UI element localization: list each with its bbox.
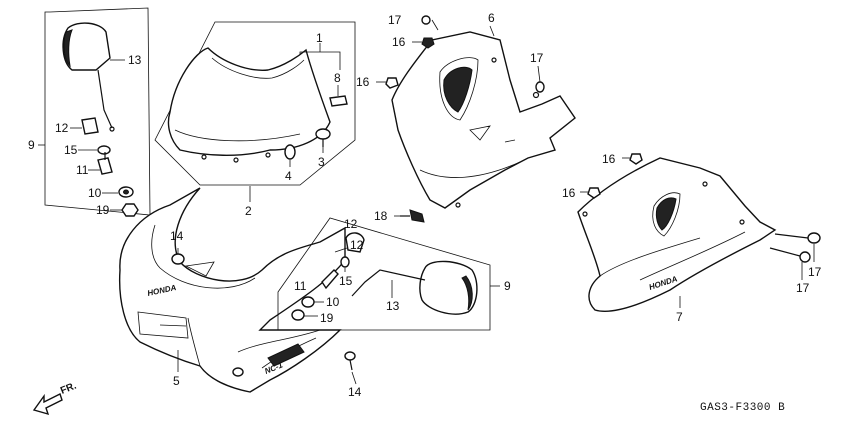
callout-nut-16-under1: 16	[602, 152, 616, 166]
callout-nut-left: 15	[64, 143, 78, 157]
callout-nut-right: 15	[339, 274, 353, 288]
callout-bolt-left: 11	[76, 163, 89, 177]
callout-bracket-right: 9	[504, 279, 511, 293]
front-direction-arrow	[32, 393, 63, 416]
callout-screw-upper: 14	[170, 229, 184, 243]
callout-nut2-left: 19	[96, 203, 110, 217]
callout-screw-17-under1: 17	[808, 265, 822, 279]
left-mirror-group	[38, 7, 151, 217]
windscreen-group	[154, 21, 356, 202]
drawing-code: GAS3-F3300 B	[700, 402, 785, 414]
callout-screen-nut: 4	[285, 169, 292, 183]
callout-washer-right: 10	[326, 295, 340, 309]
right-mirror-group	[277, 217, 500, 331]
callout-mirror-left: 13	[128, 53, 142, 67]
callout-bolt-right: 11	[294, 279, 307, 293]
callout-nut-16-side: 16	[356, 75, 370, 89]
callout-screen-screw: 3	[318, 155, 325, 169]
callout-screen-label: 8	[334, 71, 341, 85]
callout-screw-17-side: 17	[530, 51, 544, 65]
callout-side-cowl-upper: 6	[488, 11, 495, 25]
callout-screw-17-under2: 17	[796, 281, 810, 295]
callout-grommet-right: 12	[344, 217, 358, 231]
callout-mirror-right: 13	[386, 299, 400, 313]
callout-screen-set: 1	[316, 31, 323, 45]
callout-upper-cowl: 5	[173, 374, 180, 388]
callout-screw-18: 18	[374, 209, 388, 223]
callout-washer-left: 10	[88, 186, 102, 200]
callout-grommet-right-2: 12	[350, 238, 364, 252]
callout-screw-upper-bottom: 14	[348, 385, 362, 399]
callout-nut2-right: 19	[320, 311, 334, 325]
callout-screw-17-top: 17	[388, 13, 402, 27]
direction-label: FR.	[59, 380, 78, 396]
callout-grommet-left: 12	[55, 121, 69, 135]
callout-nut-16-under2: 16	[562, 186, 576, 200]
side-cowl-group	[376, 15, 576, 223]
under-cowl-group	[577, 153, 821, 312]
callout-screen: 2	[245, 204, 252, 218]
callout-under-cowl: 7	[676, 310, 683, 324]
callout-nut-16-top: 16	[392, 35, 406, 49]
upper-cowl-group	[118, 187, 357, 393]
callout-bracket-left: 9	[28, 138, 35, 152]
